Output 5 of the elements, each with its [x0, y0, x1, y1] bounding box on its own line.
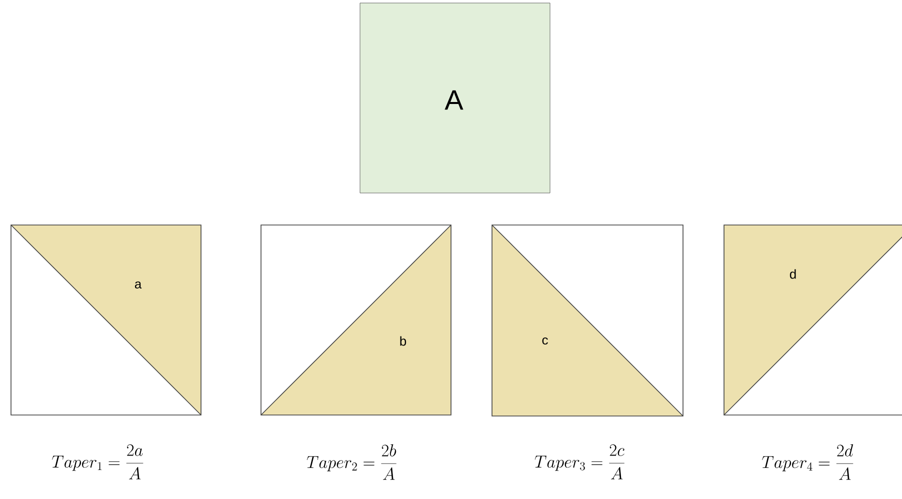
- square-box: d: [724, 224, 902, 416]
- square-box: A: [360, 2, 550, 194]
- square-box: c: [492, 224, 684, 416]
- square-box: b: [260, 224, 452, 416]
- square-box: a: [10, 224, 202, 416]
